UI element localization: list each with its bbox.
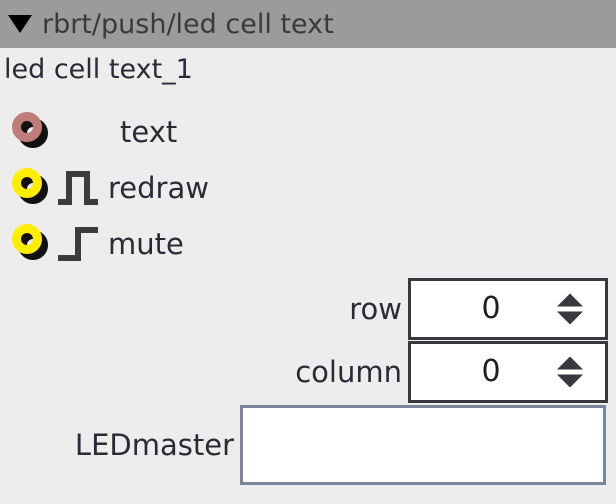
triangle-up-icon[interactable] [557, 293, 583, 307]
ring-fill [12, 168, 42, 198]
triangle-down-icon[interactable] [8, 15, 32, 33]
ring-fill [12, 112, 42, 142]
port-label-redraw: redraw [108, 170, 209, 205]
step-waveform-icon [58, 227, 98, 261]
row-value[interactable]: 0 [481, 291, 501, 326]
field-label-column: column [295, 355, 402, 389]
port-row-mute: mute [0, 216, 184, 272]
field-row-row: row 0 [0, 278, 616, 340]
triangle-down-icon[interactable] [557, 311, 583, 325]
triangle-down-icon[interactable] [557, 374, 583, 388]
column-stepper[interactable] [557, 356, 583, 388]
field-label-ledmaster: LEDmaster [74, 428, 234, 462]
field-row-column: column 0 [0, 341, 616, 403]
object-name: led cell text_1 [4, 54, 193, 85]
triangle-up-icon[interactable] [557, 356, 583, 370]
ring-fill [12, 224, 42, 254]
ring-icon[interactable] [10, 166, 54, 210]
ring-icon[interactable] [10, 110, 54, 154]
port-row-text: text [0, 104, 177, 160]
port-label-mute: mute [108, 226, 184, 261]
pulse-waveform-icon [58, 171, 98, 205]
field-row-ledmaster: LEDmaster [0, 404, 616, 486]
port-label-text: text [120, 114, 178, 149]
row-stepper[interactable] [557, 293, 583, 325]
panel-title: rbrt/push/led cell text [42, 8, 334, 40]
ledmaster-input[interactable] [240, 405, 606, 485]
column-value[interactable]: 0 [481, 354, 501, 389]
panel-titlebar[interactable]: rbrt/push/led cell text [0, 0, 616, 48]
column-spinbox[interactable]: 0 [408, 341, 608, 403]
field-label-row: row [349, 292, 402, 326]
row-spinbox[interactable]: 0 [408, 278, 608, 340]
port-row-redraw: redraw [0, 160, 209, 216]
ring-icon[interactable] [10, 222, 54, 266]
